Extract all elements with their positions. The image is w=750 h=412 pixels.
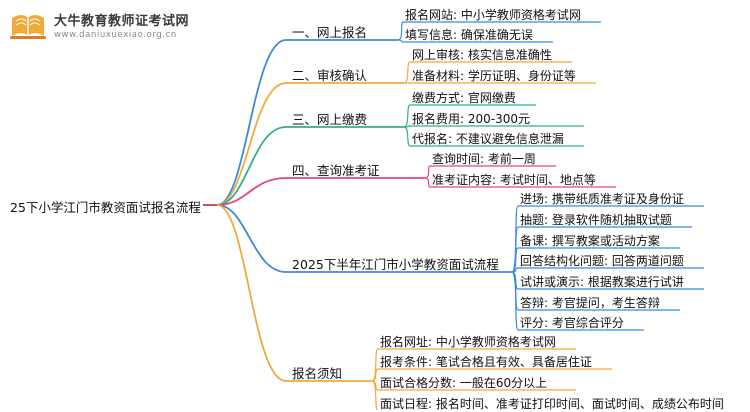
branch-label: 二、审核确认 [292,68,368,83]
branch-connector [216,39,398,206]
leaf-label: 报名网站: 中小学教师资格考试网 [405,8,581,22]
leaf-connector [424,177,616,188]
branch-label: 报名须知 [292,366,343,381]
leaf-label: 回答结构化问题: 回答两道问题 [520,254,684,268]
leaf-label: 填写信息: 确保准确无误 [405,28,533,42]
leaf-connector [424,165,556,179]
logo-url: www.daniuxuexiao.org.cn [54,30,177,40]
branch-label: 一、网上报名 [292,25,368,40]
leaf-label: 评分: 考官综合评分 [520,316,624,330]
leaf-label: 答辩: 考官提问，考生答辩 [520,296,660,310]
leaf-connector [371,380,378,410]
branch-connector [216,126,404,206]
leaf-label: 准考证内容: 考试时间、地点等 [432,173,596,187]
leaf-label: 报名网址: 中小学教师资格考试网 [380,335,556,349]
leaf-label: 抽题: 登录软件随机抽取试题 [520,213,672,227]
leaf-label: 查询时间: 考前一周 [432,152,536,166]
leaf-connector [511,271,644,331]
leaf-label: 进场: 携带纸质准考证及身份证 [520,192,684,206]
leaf-label: 代报名: 不建议避免信息泄漏 [412,132,564,146]
branch-connector [216,204,372,382]
open-book-icon [10,15,46,39]
branch-label: 四、查询准考证 [292,163,380,178]
leaf-connector [397,39,553,43]
leaf-label: 试讲或演示: 根据教案进行试讲 [520,275,684,289]
leaf-label: 缴费方式: 官网缴费 [412,91,516,105]
leaf-label: 报考条件: 笔试合格且有效、具备居住证 [380,355,592,369]
leaf-label: 面试合格分数: 一般在60分以上 [380,376,548,390]
leaf-label: 备课: 撰写教案或活动方案 [520,234,660,248]
branch-connector [216,177,425,206]
leaf-connector [403,126,584,147]
leaf-connector [403,61,572,84]
leaf-connector [511,247,680,273]
logo-title: 大牛教育教师证考试网 [54,14,190,29]
leaf-connector [397,21,601,41]
leaf-label: 准备材料: 学历证明、身份证等 [412,69,576,83]
branch-connector [216,204,512,273]
root-node: 25下小学江门市教资面试报名流程 [10,200,201,215]
leaf-label: 网上审核: 核实信息准确性 [412,48,552,62]
branch-label: 2025下半年江门市小学教资面试流程 [292,257,499,272]
leaf-label: 面试日程: 报名时间、准考证打印时间、面试时间、成绩公布时间 [380,397,724,411]
leaf-connector [371,368,612,382]
logo: 大牛教育教师证考试网 www.daniuxuexiao.org.cn [8,6,198,46]
branch-label: 三、网上缴费 [292,112,368,127]
branch-connector [216,82,404,206]
leaf-connector [403,104,536,128]
leaf-label: 报名费用: 200-300元 [412,112,530,126]
